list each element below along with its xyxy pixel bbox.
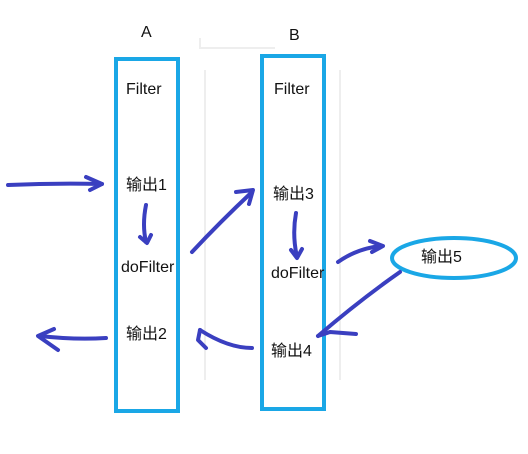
incoming-arrowhead: [84, 175, 104, 192]
b-to-a-arrowhead: [196, 328, 208, 350]
b-down-arrow: [292, 211, 299, 259]
a-to-b-arrowhead: [234, 188, 255, 206]
filter-box-b: [260, 54, 326, 411]
incoming-arrow: [6, 181, 104, 187]
filter-b-output3: 输出3: [273, 186, 314, 203]
a-to-b-arrow: [190, 190, 254, 254]
filter-a-dofilter: doFilter: [121, 259, 175, 276]
filter-a-header: A: [141, 24, 152, 41]
output5-ellipse: [390, 236, 518, 280]
output5-label: 输出5: [421, 249, 462, 266]
to-output5-arrowhead: [368, 239, 385, 254]
output5-to-output4-arrow: [316, 270, 402, 338]
filter-b-header: B: [289, 27, 300, 44]
a-down-arrowhead: [138, 233, 153, 245]
filter-a-title: Filter: [126, 81, 162, 98]
filter-a-output1: 输出1: [126, 177, 167, 194]
filter-a-output2: 输出2: [126, 326, 167, 343]
b-down-arrowhead: [289, 247, 304, 260]
filter-b-title: Filter: [274, 81, 310, 98]
filter-b-output4: 输出4: [271, 343, 312, 360]
outgoing-arrowhead: [36, 327, 60, 352]
outgoing-arrow: [38, 334, 108, 341]
output5-to-output4-arrowhead: [316, 330, 358, 338]
filter-box-a: [114, 57, 180, 413]
faint-guide-line: [199, 38, 275, 49]
filter-b-dofilter: doFilter: [271, 265, 325, 282]
a-down-arrow: [142, 203, 148, 244]
b-to-a-arrow: [198, 328, 254, 350]
